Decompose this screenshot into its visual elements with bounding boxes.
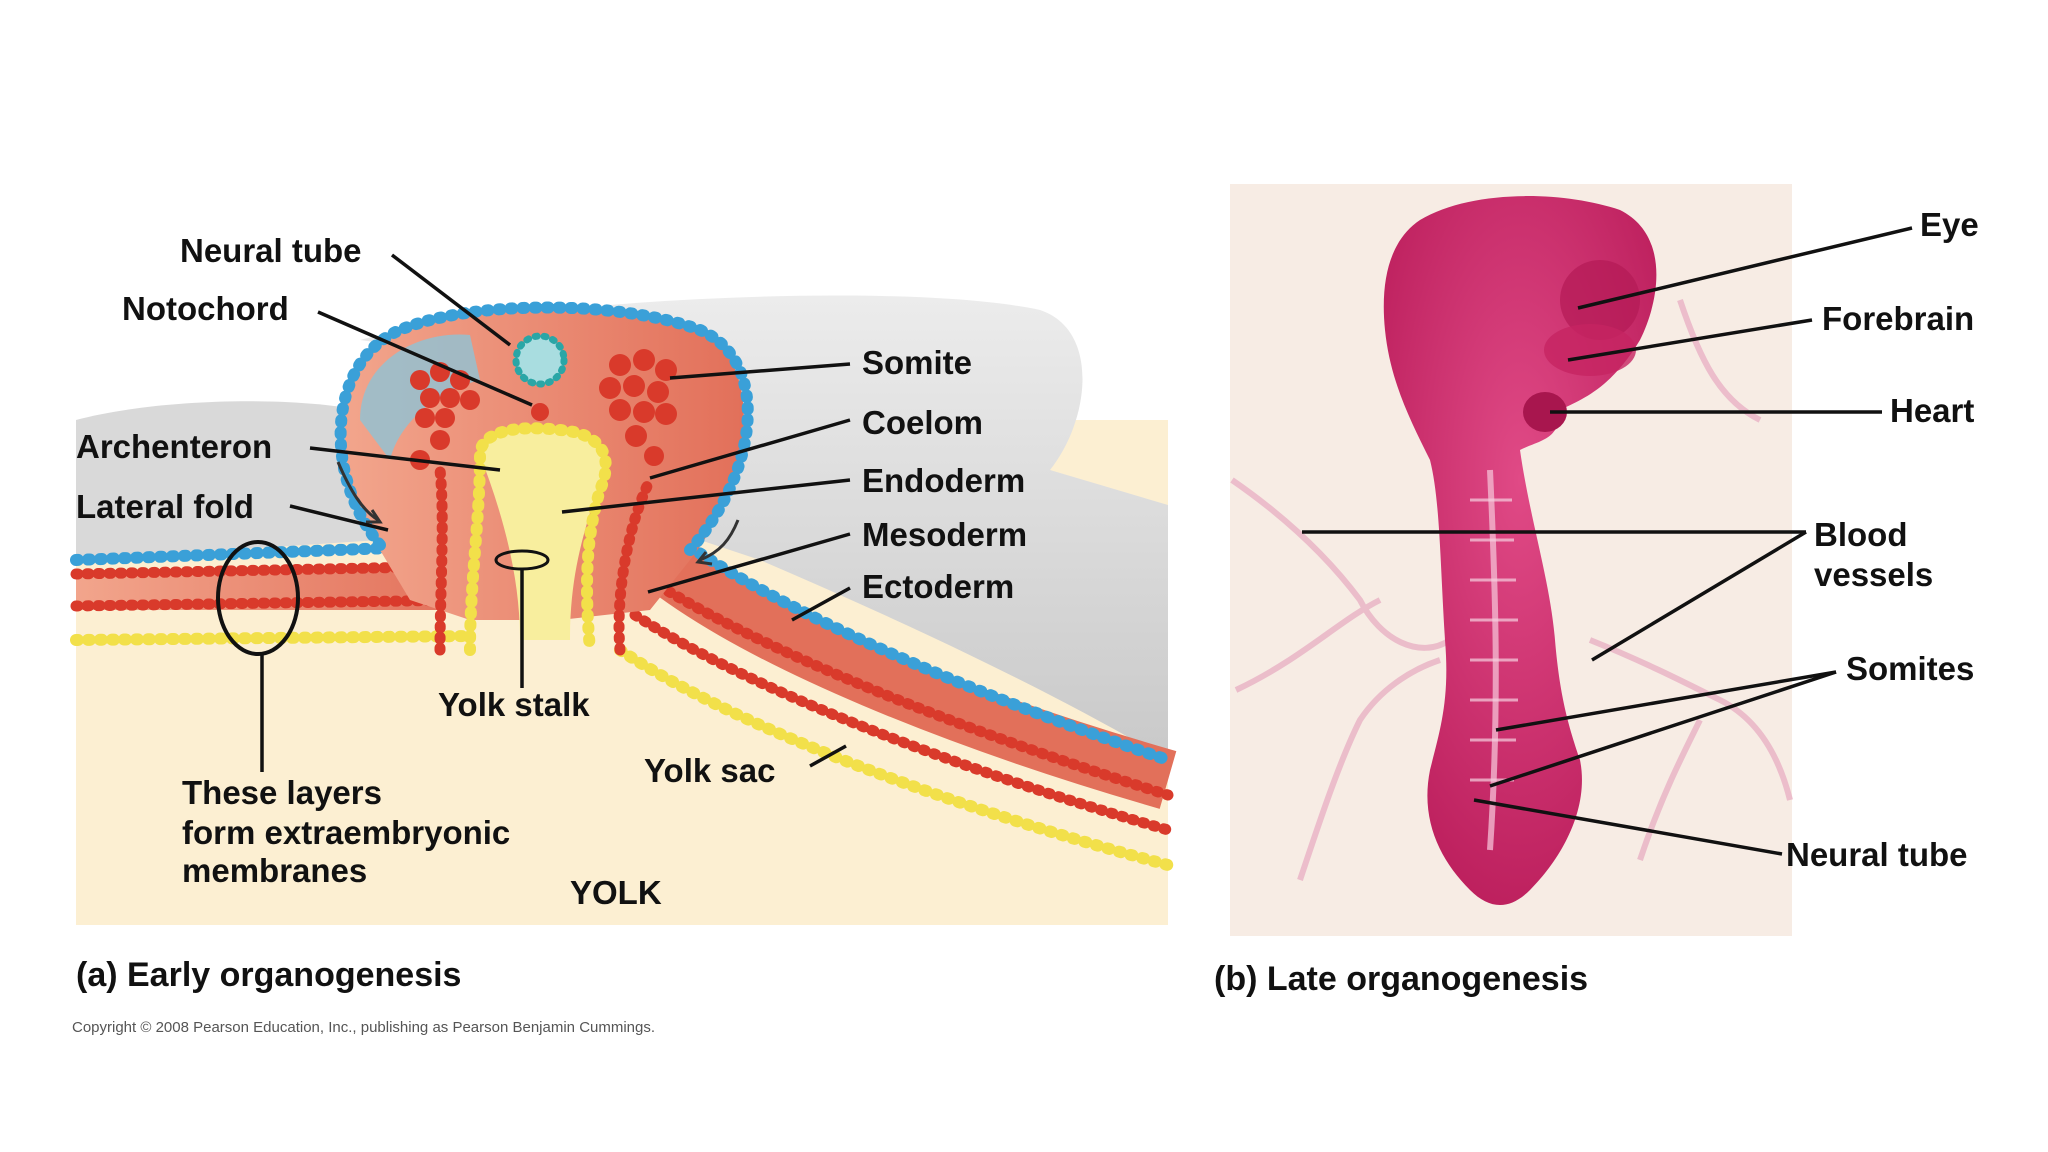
label-coelom: Coelom [862, 404, 983, 441]
label-membranes-line3: membranes [182, 852, 367, 889]
label-yolk-sac: Yolk sac [644, 752, 775, 789]
label-notochord: Notochord [122, 290, 289, 327]
label-membranes-line2: form extraembryonic [182, 814, 510, 851]
label-lateral-fold: Lateral fold [76, 488, 254, 525]
label-forebrain: Forebrain [1822, 300, 1974, 337]
label-neural-tube-a: Neural tube [180, 232, 362, 269]
forebrain-structure [1544, 324, 1636, 376]
label-archenteron: Archenteron [76, 428, 272, 465]
fold-arrow-right [699, 519, 740, 562]
label-yolk-stalk: Yolk stalk [438, 686, 590, 723]
ectoderm-layer [334, 301, 754, 556]
label-eye: Eye [1920, 206, 1979, 243]
somite-right [599, 349, 677, 466]
label-mesoderm: Mesoderm [862, 516, 1027, 553]
label-heart: Heart [1890, 392, 1974, 429]
label-somite: Somite [862, 344, 972, 381]
copyright-notice: Copyright © 2008 Pearson Education, Inc.… [72, 1019, 655, 1036]
archenteron [480, 428, 604, 640]
caption-panel-a: (a) Early organogenesis [76, 956, 461, 994]
label-ectoderm: Ectoderm [862, 568, 1014, 605]
caption-panel-b: (b) Late organogenesis [1214, 960, 1588, 998]
endoderm-layer [464, 422, 612, 656]
label-yolk: YOLK [570, 874, 662, 911]
panel-b-photo: Eye Forebrain Heart Blood vessels Somite… [1214, 184, 1979, 998]
heart-structure [1523, 392, 1567, 432]
notochord [531, 403, 549, 421]
label-endoderm: Endoderm [862, 462, 1025, 499]
left-gray-fold [76, 401, 380, 560]
label-blood-vessels-line2: vessels [1814, 556, 1933, 593]
left-layers [70, 542, 476, 646]
fold-arrow-left [336, 461, 379, 522]
panel-a-diagram: Neural tube Notochord Archenteron Latera… [70, 232, 1177, 1036]
upper-cavity [360, 334, 480, 460]
neural-tube [512, 332, 568, 388]
eye-structure [1560, 260, 1640, 340]
membranes-bracket [216, 540, 300, 656]
label-neural-tube-b: Neural tube [1786, 836, 1968, 873]
neural-groove [1487, 469, 1499, 851]
label-somites: Somites [1846, 650, 1974, 687]
label-membranes-line1: These layers [182, 774, 382, 811]
label-blood-vessels-line1: Blood [1814, 516, 1907, 553]
